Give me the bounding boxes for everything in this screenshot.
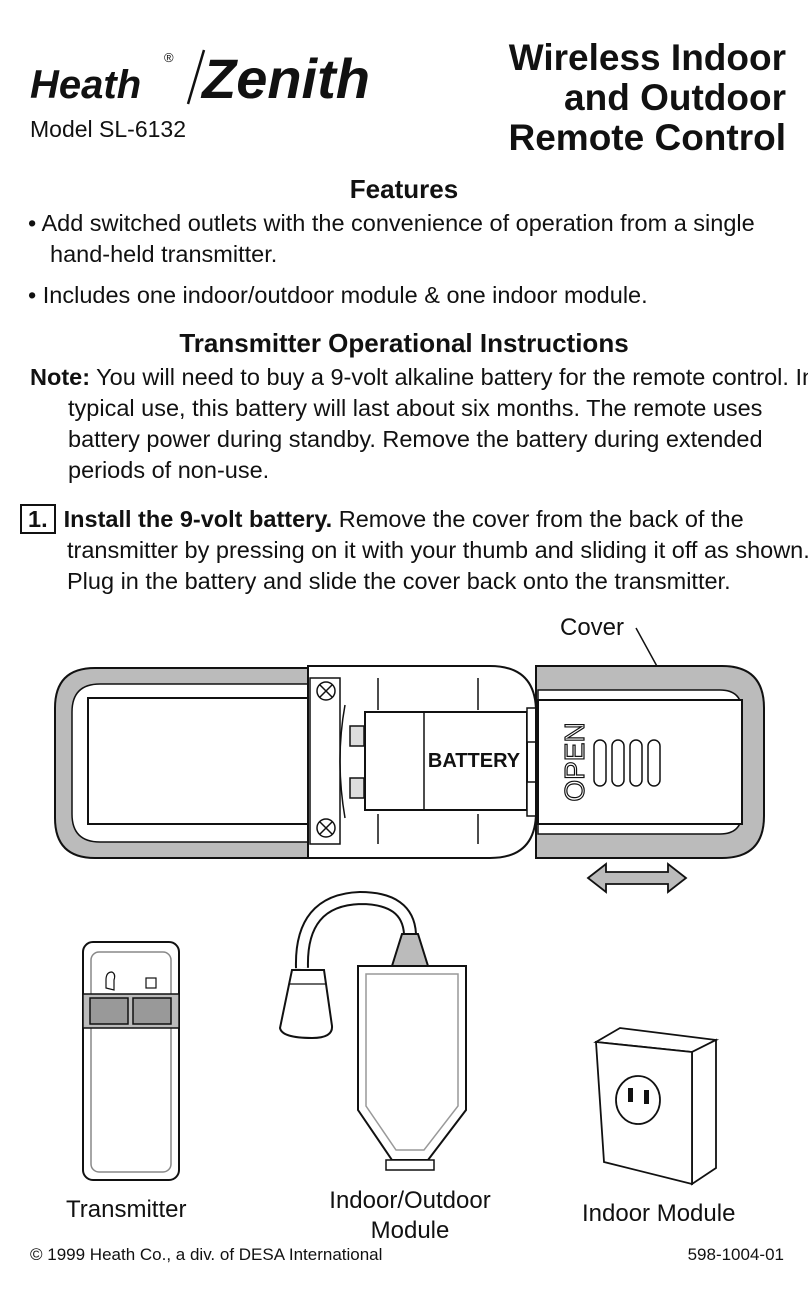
transmitter-housing-left: [54, 667, 309, 859]
title-line-3: Remote Control: [508, 117, 787, 158]
caption-transmitter: Transmitter: [66, 1196, 187, 1223]
logo-divider: [186, 49, 206, 105]
caption-indoor-module: Indoor Module: [582, 1200, 736, 1227]
grip-slot: [647, 739, 661, 787]
socket-plug: [278, 969, 334, 1040]
features-heading: Features: [349, 174, 459, 204]
caption-outdoor-line-1: Indoor/Outdoor: [329, 1187, 491, 1214]
battery-label: BATTERY: [428, 750, 521, 772]
step-1: 1. Install the 9-volt battery. Remove the…: [20, 504, 808, 597]
logo-heath-text: Heath: [30, 63, 141, 107]
grip-slot: [629, 739, 643, 787]
grip-slot: [611, 739, 625, 787]
battery-cover: [535, 665, 765, 859]
double-arrow-icon: [586, 862, 688, 894]
instructions-heading: Transmitter Operational Instructions: [179, 328, 629, 358]
copyright: © 1999 Heath Co., a div. of DESA Interna…: [30, 1245, 383, 1264]
outlet-icon: [615, 1075, 661, 1125]
grip-slot: [593, 739, 607, 787]
note-paragraph: Note: You will need to buy a 9-volt alka…: [30, 362, 808, 486]
step-1-text: Remove the cover from the back of the tr…: [67, 506, 808, 594]
feature-item-text: • Add switched outlets with the convenie…: [28, 210, 755, 267]
outdoor-module-illustration: [278, 890, 467, 1171]
step-number-badge: 1.: [20, 504, 56, 534]
transmitter-button-off: [89, 997, 129, 1025]
document-title: Wireless Indoor and Outdoor Remote Contr…: [509, 38, 787, 158]
feature-item: • Includes one indoor/outdoor module & o…: [28, 280, 788, 311]
cover-label: Cover: [560, 614, 625, 641]
bulb-icon: [145, 977, 157, 989]
indoor-module-illustration: [593, 1027, 720, 1186]
note-label: Note:: [30, 364, 91, 390]
feature-item-text: • Includes one indoor/outdoor module & o…: [28, 282, 648, 308]
open-label: OPEN: [559, 722, 590, 801]
note-text: You will need to buy a 9-volt alkaline b…: [68, 364, 808, 483]
transmitter-illustration: [82, 941, 180, 1181]
feature-item: • Add switched outlets with the convenie…: [28, 208, 788, 270]
battery: [364, 707, 538, 817]
heath-zenith-logo: Heath ® Zenith: [28, 40, 408, 110]
registered-mark: ®: [164, 50, 174, 65]
power-icon: [105, 971, 116, 991]
transmitter-button-on: [132, 997, 172, 1025]
model-number: Model SL-6132: [30, 116, 186, 142]
title-line-1: Wireless Indoor: [508, 37, 786, 78]
battery-compartment: [307, 665, 538, 859]
caption-outdoor-line-2: Module: [370, 1217, 450, 1244]
logo-zenith-text: Zenith: [200, 47, 370, 110]
caption-outdoor-module: Indoor/Outdoor Module: [300, 1186, 520, 1246]
part-number: 598-1004-01: [687, 1245, 784, 1264]
step-1-heading: Install the 9-volt battery.: [63, 506, 333, 532]
title-line-2: and Outdoor: [564, 77, 786, 118]
